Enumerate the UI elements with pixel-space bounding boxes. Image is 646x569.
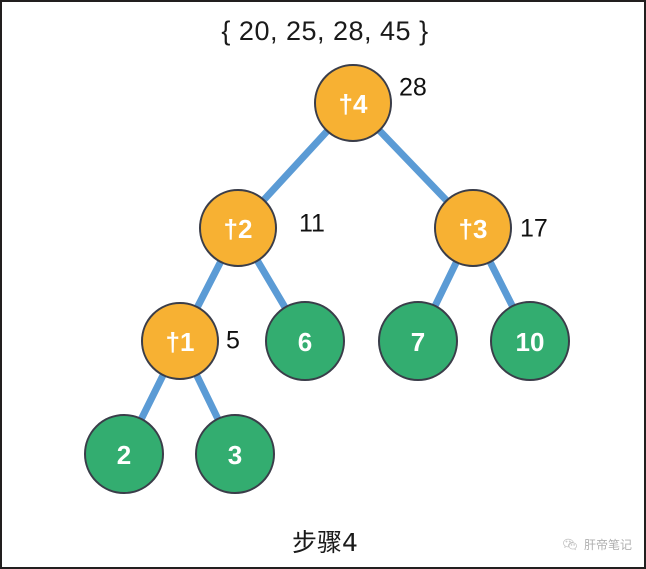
edge-layer — [136, 125, 517, 425]
step-caption: 步骤4 — [292, 528, 358, 557]
tree-node-weight-n2: 11 — [299, 209, 325, 238]
tree-node-l7[interactable] — [378, 301, 458, 381]
tree-node-n2[interactable] — [199, 189, 277, 267]
tree-edge-n3-l7 — [430, 256, 461, 312]
tree-edge-n2-n1 — [192, 256, 226, 313]
watermark: 肝帝笔记 — [562, 536, 632, 553]
watermark-text: 肝帝笔记 — [583, 538, 632, 552]
tree-node-weight-n1: 5 — [226, 326, 240, 355]
tree-node-l6[interactable] — [265, 301, 345, 381]
tree-node-l10[interactable] — [490, 301, 570, 381]
tree-edge-n3-l10 — [485, 256, 517, 312]
tree-edge-n2-l6 — [252, 255, 290, 313]
tree-node-l3[interactable] — [195, 414, 275, 494]
tree-node-l2[interactable] — [84, 414, 164, 494]
page-title: { 20, 25, 28, 45 } — [221, 16, 429, 46]
tree-edge-n1-l2 — [136, 369, 168, 425]
tree-node-weight-n4: 28 — [399, 73, 427, 102]
tree-edge-n4-n3 — [374, 125, 452, 206]
node-layer — [84, 64, 570, 494]
tree-node-weight-n3: 17 — [520, 214, 548, 243]
tree-node-n3[interactable] — [434, 189, 512, 267]
wechat-icon — [562, 537, 578, 553]
tree-node-n1[interactable] — [141, 302, 219, 380]
tree-node-n4[interactable] — [314, 64, 392, 142]
tree-edge-n1-l3 — [192, 369, 223, 425]
tree-edge-n4-n2 — [258, 125, 333, 206]
